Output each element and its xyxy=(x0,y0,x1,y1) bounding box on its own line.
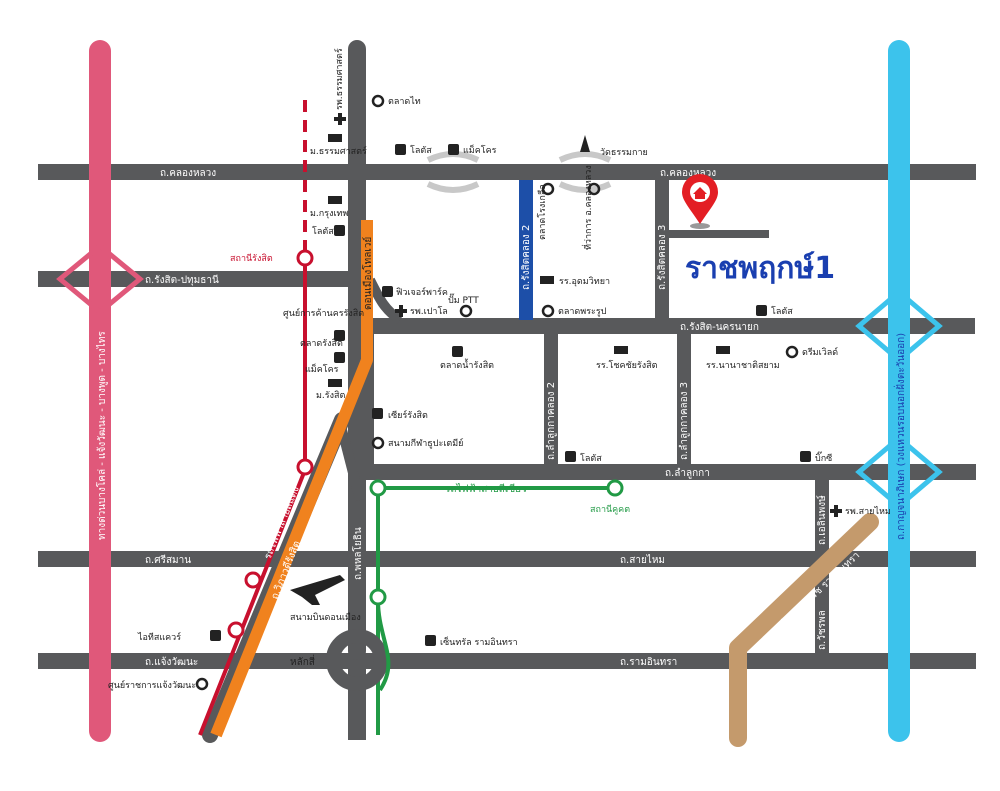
overpass-1b xyxy=(426,181,480,193)
label-makro-left: แม็คโคร xyxy=(305,362,339,375)
label-green-line: รถไฟฟ้าสายสีเขียว xyxy=(445,483,527,495)
rail-green-line xyxy=(376,486,615,735)
overpass-2 xyxy=(558,151,612,163)
school-icon xyxy=(328,134,730,387)
poi-circle-icon xyxy=(195,94,799,691)
label-wat-thammakai: วัดธรรมกาย xyxy=(600,148,648,158)
station-khu-khot[interactable] xyxy=(606,479,624,497)
road-lam-luk-ka xyxy=(368,464,976,480)
label-lotus-right: โลตัส xyxy=(771,306,793,317)
hospital-icon xyxy=(334,113,842,517)
label-govt-center: ศูนย์ราชการแจ้งวัฒนะ xyxy=(108,679,196,691)
road-left-frame-upper xyxy=(366,334,374,480)
interchange-right-2 xyxy=(855,434,943,510)
label-khlong-luang-left: ถ.คลองหลวง xyxy=(160,168,216,179)
label-sai-mai: ถ.สายไหม xyxy=(620,554,665,566)
label-big-c-llk: บิ๊กซี xyxy=(815,451,832,464)
tollway-don-mueang xyxy=(210,220,373,738)
road-phahonyothin xyxy=(348,40,366,660)
label-big-c-top: แม็คโคร xyxy=(463,143,497,156)
label-don-mueang-airport: สนามบินดอนเมือง xyxy=(290,612,361,623)
label-don-mueang-tollway: ดอนเมืองโทลเวย์ xyxy=(361,237,374,310)
label-llk-khlong2: ถ.ลำลูกกาคลอง 2 xyxy=(546,382,557,460)
label-thammasat-hosp: รพ.ธรรมศาสตร์ xyxy=(333,48,345,110)
rail-green-curve xyxy=(376,599,391,692)
label-paolo-hosp: รพ.เปาโล xyxy=(410,306,448,317)
station-green-2[interactable] xyxy=(369,588,387,606)
road-spur-to-project xyxy=(669,230,769,238)
label-saimai-hosp: รพ.สายไหม xyxy=(845,506,891,517)
label-rangsit-pathum: ถ.รังสิต-ปทุมธานี xyxy=(145,274,219,286)
label-thammasat-uni: ม.ธรรมศาสตร์ xyxy=(310,145,367,157)
label-llk-khlong3: ถ.ลำลูกกาคลอง 3 xyxy=(679,382,690,460)
label-khlong-luang-right: ถ.คลองหลวง xyxy=(660,168,716,179)
label-rangsit-uni: ม.รังสิต xyxy=(316,390,346,401)
label-khu-khot-station: สถานีคูคต xyxy=(590,504,630,515)
label-lotus-llk: โลตัส xyxy=(580,453,602,464)
road-rangsit-khlong3 xyxy=(655,180,669,320)
lak-si-roundabout xyxy=(326,629,388,691)
label-sports-stadium: สนามกีฬาธูปะเตมีย์ xyxy=(388,437,463,449)
road-rangsit-pathum xyxy=(38,271,358,287)
label-rangsit-khlong3: ถ.รังสิตคลอง 3 xyxy=(657,225,668,290)
label-watcharaphon-lower: ถ.วัชรพล xyxy=(817,610,828,650)
project-title: ราชพฤกษ์1 xyxy=(685,251,835,286)
station-red-2[interactable] xyxy=(296,458,314,476)
road-connector xyxy=(337,428,365,502)
label-central-ramintra: เซ็นทรัล รามอินทรา xyxy=(440,635,518,648)
label-rangsit-station: สถานีรังสิต xyxy=(230,253,273,264)
label-nanachat-school: รร.นานาชาติสยาม xyxy=(706,360,780,371)
road-khlong-luang xyxy=(38,164,976,180)
label-lotus-left: โลตัส xyxy=(312,226,334,237)
label-outer-ring: ถ.กาญจนาภิเษก (วงแหวนรอบนอกฝั่งตะวันออก) xyxy=(893,333,907,540)
label-lak-si: หลักสี่ xyxy=(290,654,315,668)
label-udom-school: รร.อุดมวิทยา xyxy=(559,276,610,287)
overpass-2b xyxy=(558,181,612,193)
road-lam-luk-ka-khlong2 xyxy=(544,334,558,466)
road-rangsit-khlong2 xyxy=(519,180,533,320)
label-talad-thai: ตลาดไท xyxy=(388,96,421,107)
label-future-park: ฟิวเจอร์พาร์ค xyxy=(396,286,448,298)
interchange-right-1 xyxy=(855,288,943,364)
label-bangkok-uni: ม.กรุงเทพ xyxy=(310,209,348,219)
label-nakhon-rangsit: ศูนย์การค้านครรังสิต xyxy=(283,307,364,319)
label-left-expressway: ทางด่วนบางโคล่ - แจ้งวัฒนะ - บางพูด - บา… xyxy=(95,331,108,540)
station-red-3[interactable] xyxy=(244,571,262,589)
shopping-bag-icon xyxy=(210,144,811,646)
label-lotus-top: โลตัส xyxy=(410,145,432,156)
station-green-1[interactable] xyxy=(369,479,387,497)
temple-icon xyxy=(580,135,590,152)
station-red-4[interactable] xyxy=(227,621,245,639)
label-ram-intra: ถ.รามอินทรา xyxy=(620,657,677,668)
project-pin-icon[interactable] xyxy=(682,174,718,229)
expressway-left xyxy=(89,40,111,742)
label-dream-world: ดรีมเวิลด์ xyxy=(802,346,838,358)
airplane-icon xyxy=(290,575,345,605)
label-talad-rangsit: ตลาดรังสิต xyxy=(300,338,343,349)
label-talad-phrarup: ตลาดพระรูป xyxy=(558,307,607,317)
outer-ring-road xyxy=(888,40,910,742)
road-rangsit-nakhonnayok xyxy=(355,318,975,334)
label-watcharaphon: ถ.เอลินพงษ์ xyxy=(816,495,828,545)
label-sri-saman: ถ.ศรีสมาน xyxy=(145,554,191,566)
label-it-square: ไอทีสแควร์ xyxy=(137,631,181,643)
station-rangsit[interactable] xyxy=(296,249,314,267)
road-lam-luk-ka-khlong3 xyxy=(677,334,691,466)
interchange-left-1 xyxy=(56,242,144,316)
label-rangsit-khlong2: ถ.รังสิตคลอง 2 xyxy=(521,225,532,290)
label-ptt: ปั๊ม PTT xyxy=(448,293,479,306)
label-lam-luk-ka: ถ.ลำลูกกา xyxy=(665,468,710,479)
road-phahonyothin-lower xyxy=(348,660,366,740)
label-central-rangsit: เซียร์รังสิต xyxy=(388,409,428,421)
label-rangsit-nakhonnayok: ถ.รังสิต-นครนายก xyxy=(680,322,759,333)
expressway-ram-intra xyxy=(729,513,879,747)
label-chaeng-watthana: ถ.แจ้งวัฒนะ xyxy=(145,656,198,668)
label-district-office: ที่ว่าการ อ.คลองหลวง xyxy=(581,165,594,250)
label-talad-namrangsit: ตลาดน้ำรังสิต xyxy=(440,358,494,371)
label-phahonyothin: ถ.พหลโยธิน xyxy=(351,527,364,580)
label-rangsit-school: รร.โชคชัยรังสิต xyxy=(596,360,658,371)
label-talad-rongkluea: ตลาดโรงเกลือ xyxy=(537,184,548,240)
